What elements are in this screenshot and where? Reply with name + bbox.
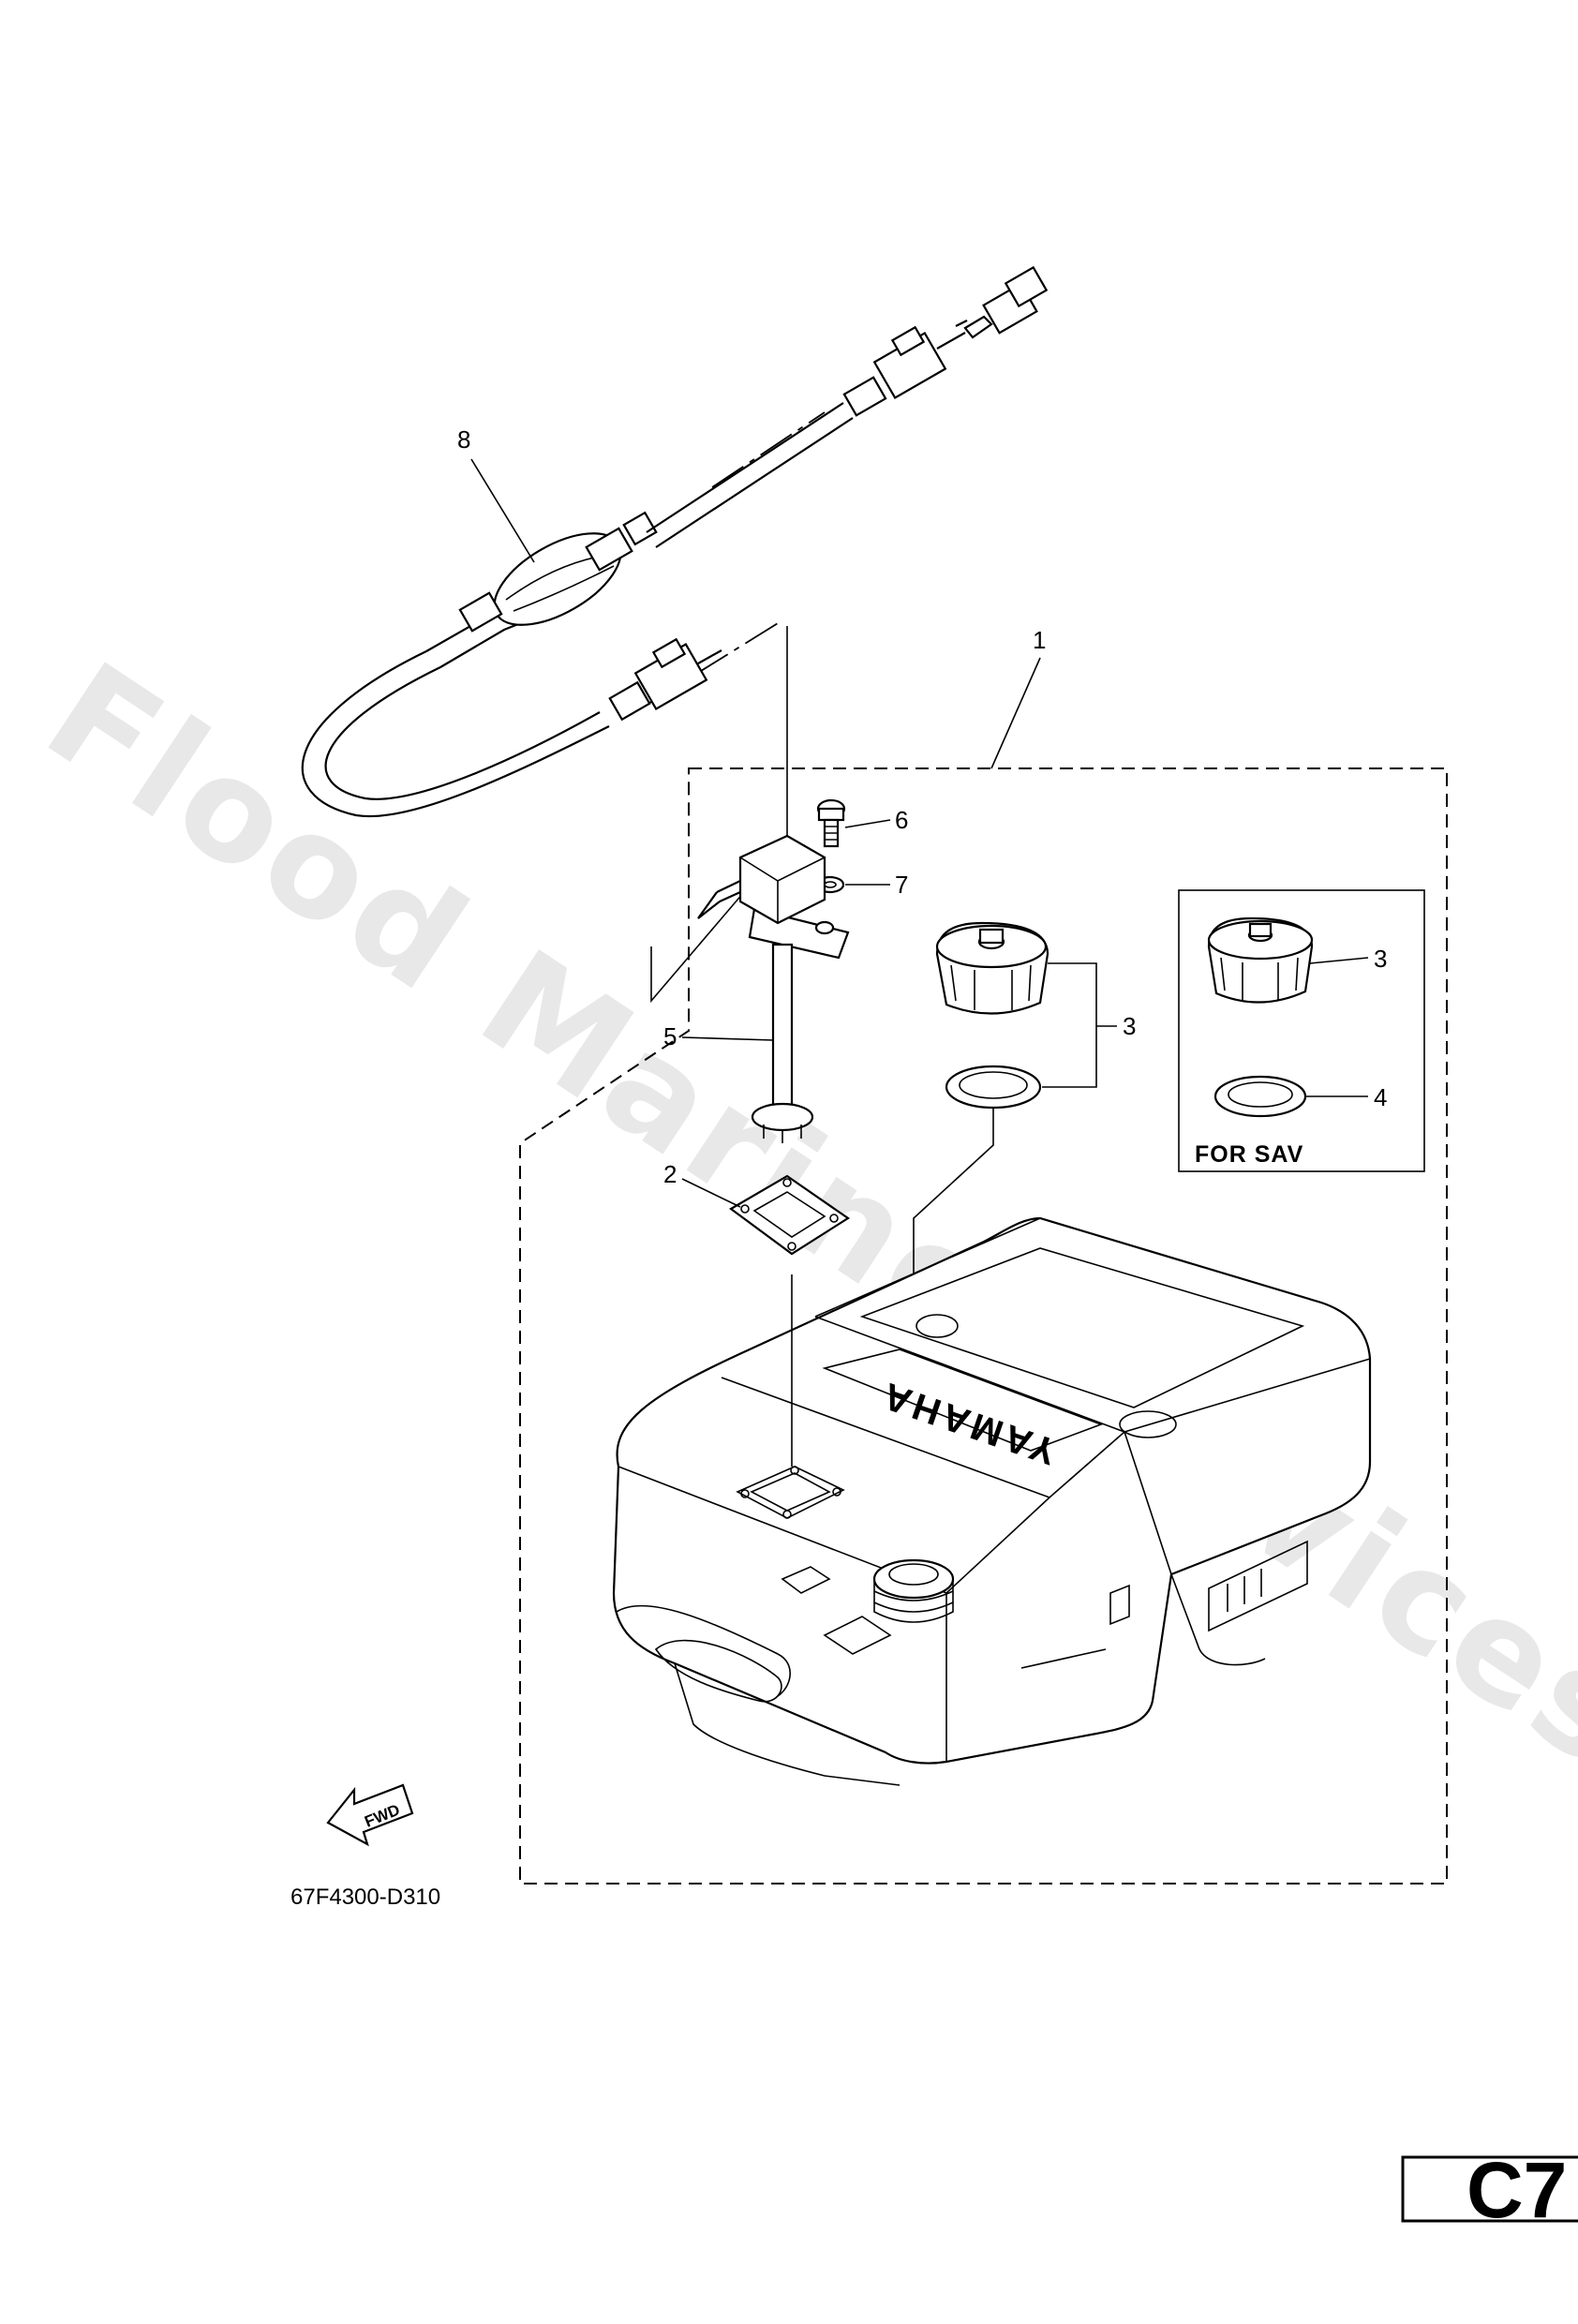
callout-6-label: 6 (895, 806, 908, 834)
callout-4-label: 4 (1374, 1083, 1387, 1111)
callout-1-label: 1 (1033, 626, 1046, 654)
callout-8-leader (470, 458, 535, 563)
part-3-fuel-cap (935, 921, 1050, 1015)
callout-2: 2 (663, 1160, 741, 1208)
for-sav-label: FOR SAV (1195, 1141, 1303, 1168)
callout-3-sav-label: 3 (1374, 945, 1387, 973)
page-label: C7 (1466, 2146, 1567, 2234)
part-4-o-ring (945, 1065, 1042, 1110)
part-2-gasket (729, 1174, 850, 1256)
fuel-tank-body: YAMAHA (612, 1216, 1372, 1786)
sav-o-ring (1213, 1075, 1307, 1118)
callout-6: 6 (844, 806, 908, 834)
callout-8: 8 (457, 425, 535, 563)
callout-8-label: 8 (457, 425, 470, 454)
callout-7: 7 (845, 871, 908, 899)
drawing-code: 67F4300-D310 (290, 1885, 440, 1910)
hose-connection-bracket (650, 626, 788, 1004)
part-6-screw (816, 798, 846, 848)
for-sav-box: 3 4 FOR SAV (1178, 889, 1425, 1172)
page-label-box: C7 (1401, 2146, 1578, 2234)
callout-2-label: 2 (663, 1160, 677, 1188)
callout-5: 5 (663, 1022, 774, 1050)
fuel-hose-assembly (301, 265, 1049, 818)
part-5-fuel-pickup (697, 834, 850, 1143)
sav-fuel-cap (1207, 916, 1314, 1004)
callout-5-label: 5 (663, 1022, 677, 1050)
callout-1: 1 (990, 626, 1046, 769)
callout-1-leader (990, 657, 1041, 769)
fuel-tank-kit-frame (519, 767, 1448, 1885)
fwd-arrow-icon: FWD (326, 1783, 414, 1847)
callout-3-main: 3 (1042, 962, 1136, 1088)
callout-3-main-label: 3 (1123, 1012, 1136, 1040)
callout-7-label: 7 (895, 871, 908, 899)
